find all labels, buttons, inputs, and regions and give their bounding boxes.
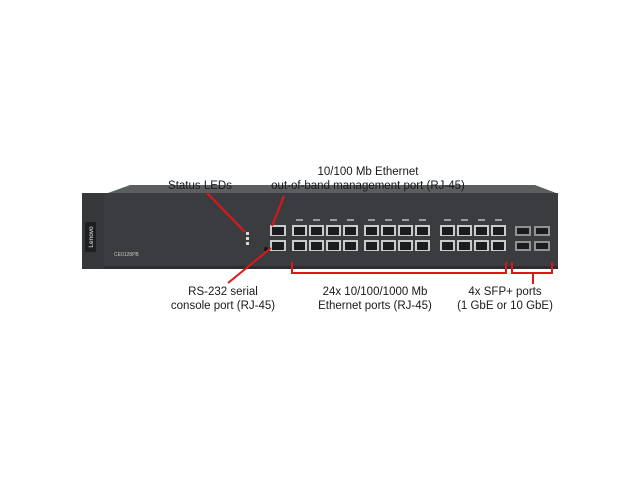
port-number-label <box>330 219 337 221</box>
chassis-top <box>108 185 556 193</box>
ethernet-port <box>457 240 472 251</box>
sfp-port-bank <box>515 226 550 251</box>
ethernet-port <box>440 225 455 236</box>
sfp-port <box>534 226 550 236</box>
sfp-port <box>534 241 550 251</box>
ethernet-port-bank <box>292 219 506 251</box>
port-number-label <box>402 219 409 221</box>
chassis-bottom-edge <box>82 266 558 269</box>
ethernet-port <box>381 225 396 236</box>
callout-lines <box>206 192 553 284</box>
ethernet-port <box>398 225 413 236</box>
callout-label-management-port: 10/100 Mb Ethernet out-of-band managemen… <box>271 166 465 192</box>
ethernet-port <box>440 240 455 251</box>
port-number-label <box>313 219 320 221</box>
callout-label-ethernet-ports: 24x 10/100/1000 Mb Ethernet ports (RJ-45… <box>318 286 432 312</box>
sfp-port <box>515 241 531 251</box>
ethernet-port <box>491 240 506 251</box>
status-led <box>246 242 249 245</box>
ethernet-port <box>343 225 358 236</box>
ethernet-port <box>415 240 430 251</box>
ethernet-port <box>474 225 489 236</box>
port-number-label <box>461 219 468 221</box>
management-port <box>270 225 286 236</box>
callout-label-console-port: RS-232 serial console port (RJ-45) <box>170 286 276 312</box>
ethernet-port <box>364 225 379 236</box>
brand-logo: Lenovo <box>85 222 96 252</box>
ethernet-port <box>398 240 413 251</box>
ethernet-port <box>381 240 396 251</box>
ethernet-port <box>474 240 489 251</box>
port-number-label <box>385 219 392 221</box>
ethernet-port <box>292 240 307 251</box>
status-leds <box>246 232 249 245</box>
callout-line-status-leds <box>206 192 246 233</box>
ethernet-port <box>415 225 430 236</box>
port-number-label <box>495 219 502 221</box>
callout-line-console-port <box>227 247 272 284</box>
ethernet-port <box>491 225 506 236</box>
callout-label-sfp-ports: 4x SFP+ ports (1 GbE or 10 GbE) <box>457 286 553 312</box>
status-led <box>246 237 249 240</box>
callout-line-management-port <box>271 195 285 227</box>
port-number-label <box>347 219 354 221</box>
ethernet-port <box>364 240 379 251</box>
status-led <box>246 232 249 235</box>
ethernet-port <box>309 225 324 236</box>
ethernet-port <box>326 225 341 236</box>
ethernet-port <box>309 240 324 251</box>
callout-bracket-ethernet-ports <box>291 262 507 274</box>
ethernet-port <box>343 240 358 251</box>
port-number-label <box>368 219 375 221</box>
model-label: CE0128PB <box>114 252 139 258</box>
ethernet-port <box>326 240 341 251</box>
port-number-label <box>444 219 451 221</box>
port-number-label <box>296 219 303 221</box>
callout-label-status-leds: Status LEDs <box>168 180 232 192</box>
port-number-label <box>419 219 426 221</box>
ethernet-port <box>292 225 307 236</box>
port-number-label <box>478 219 485 221</box>
sfp-port <box>515 226 531 236</box>
brand-logo-text: Lenovo <box>88 226 95 248</box>
console-port <box>270 240 286 251</box>
ethernet-port <box>457 225 472 236</box>
